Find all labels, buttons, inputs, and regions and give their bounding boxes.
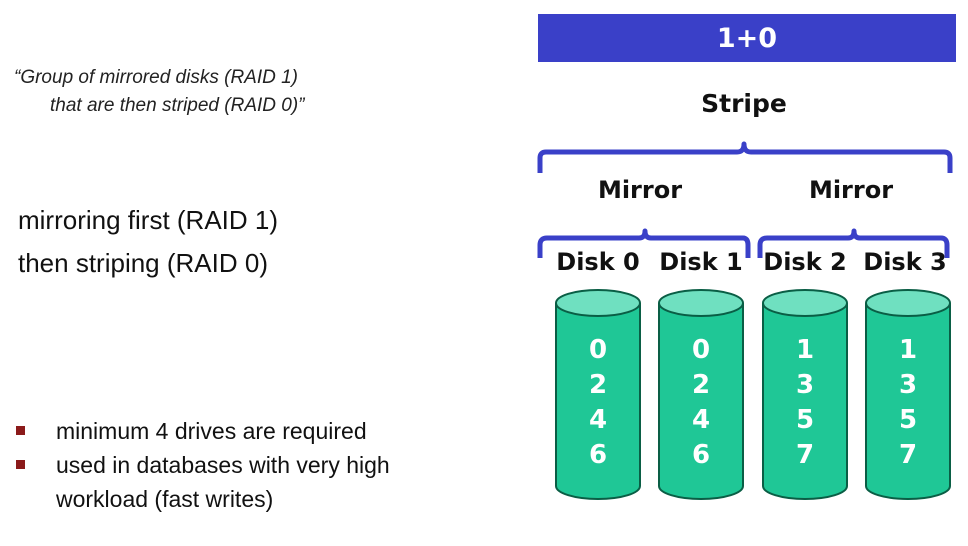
- bullet-text: used in databases with very high: [56, 452, 390, 478]
- disk-label-3: Disk 3: [863, 248, 946, 276]
- bullet-item: used in databases with very high workloa…: [16, 448, 390, 516]
- mirror-label-left: Mirror: [598, 176, 682, 204]
- disk-cylinder-3: 1 3 5 7: [865, 289, 951, 500]
- quote-line-1: “Group of mirrored disks (RAID 1): [14, 67, 299, 88]
- disk-2-block-1: 1: [796, 335, 814, 365]
- disk-1-block-1: 0: [692, 335, 710, 365]
- disk-3-block-3: 5: [899, 405, 917, 435]
- cylinder-top: [658, 289, 744, 317]
- cylinder-body: [658, 303, 744, 500]
- disk-2-block-2: 3: [796, 370, 814, 400]
- cylinder-top: [555, 289, 641, 317]
- stripe-bracket: [537, 141, 953, 173]
- quote-line-2: that are then striped (RAID 0)”: [50, 95, 305, 116]
- disk-0-block-1: 0: [589, 335, 607, 365]
- bullet-text-continuation: workload (fast writes): [56, 486, 274, 512]
- bullet-square-icon: [16, 426, 25, 435]
- cylinder-top: [865, 289, 951, 317]
- raid-quote: “Group of mirrored disks (RAID 1) that a…: [14, 64, 305, 120]
- disk-1-block-2: 2: [692, 370, 710, 400]
- bullet-text: minimum 4 drives are required: [56, 418, 367, 444]
- description-line-1: mirroring first (RAID 1): [18, 205, 279, 235]
- disk-3-block-4: 7: [899, 440, 917, 470]
- cylinder-body: [555, 303, 641, 500]
- bullet-square-icon: [16, 460, 25, 469]
- disk-3-block-2: 3: [899, 370, 917, 400]
- cylinder-top: [762, 289, 848, 317]
- stripe-label: Stripe: [701, 89, 787, 118]
- disk-cylinder-2: 1 3 5 7: [762, 289, 848, 500]
- mirror-label-right: Mirror: [809, 176, 893, 204]
- cylinder-body: [865, 303, 951, 500]
- disk-cylinder-1: 0 2 4 6: [658, 289, 744, 500]
- disk-2-block-4: 7: [796, 440, 814, 470]
- mirror-bracket-left: [537, 228, 751, 258]
- cylinder-body: [762, 303, 848, 500]
- disk-label-2: Disk 2: [763, 248, 846, 276]
- disk-3-block-1: 1: [899, 335, 917, 365]
- raid-level-banner: 1+0: [538, 14, 956, 62]
- description-line-2: then striping (RAID 0): [18, 248, 268, 278]
- disk-label-0: Disk 0: [556, 248, 639, 276]
- mirror-bracket-right: [757, 228, 950, 258]
- disk-0-block-2: 2: [589, 370, 607, 400]
- disk-cylinder-0: 0 2 4 6: [555, 289, 641, 500]
- disk-1-block-4: 6: [692, 440, 710, 470]
- bullet-list: minimum 4 drives are required used in da…: [16, 414, 390, 516]
- raid-description: mirroring first (RAID 1) then striping (…: [18, 199, 278, 285]
- disk-2-block-3: 5: [796, 405, 814, 435]
- bullet-item: minimum 4 drives are required: [16, 414, 390, 448]
- disk-1-block-3: 4: [692, 405, 710, 435]
- disk-0-block-4: 6: [589, 440, 607, 470]
- disk-label-1: Disk 1: [659, 248, 742, 276]
- disk-0-block-3: 4: [589, 405, 607, 435]
